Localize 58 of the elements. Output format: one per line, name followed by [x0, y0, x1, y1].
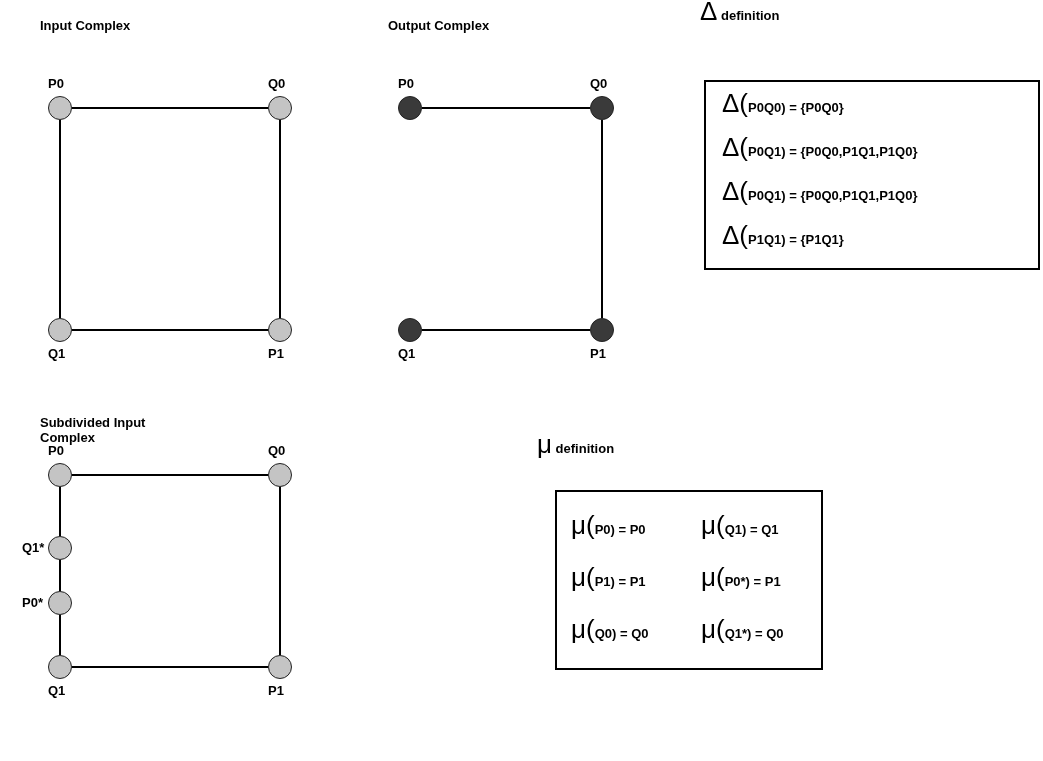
- edge-line: [279, 486, 281, 656]
- vertex-label: Q0: [268, 443, 286, 458]
- vertex-circle: [48, 536, 72, 560]
- edge-line: [421, 329, 591, 331]
- vertex-circle: [48, 463, 72, 487]
- vertex-label: Q0: [590, 76, 608, 91]
- vertex-label: P1: [268, 683, 284, 698]
- vertex-label: P0: [48, 443, 64, 458]
- edge-line: [59, 559, 61, 592]
- edge-line: [71, 107, 269, 109]
- vertex-circle: [398, 96, 422, 120]
- section-heading: Subdivided Input Complex: [40, 415, 147, 445]
- edge-line: [421, 107, 591, 109]
- vertex-circle: [48, 318, 72, 342]
- vertex-circle: [268, 655, 292, 679]
- formula: μ(P0*) = P1: [701, 562, 781, 593]
- edge-line: [59, 614, 61, 656]
- section-heading: Δ definition: [700, 4, 780, 23]
- vertex-label: P0: [48, 76, 64, 91]
- vertex-label: Q1: [48, 346, 66, 361]
- edge-line: [601, 119, 603, 319]
- edge-line: [71, 329, 269, 331]
- formula: μ(Q1) = Q1: [701, 510, 779, 541]
- formula: μ(Q0) = Q0: [571, 614, 649, 645]
- vertex-circle: [398, 318, 422, 342]
- vertex-circle: [268, 463, 292, 487]
- formula: μ(P0) = P0: [571, 510, 646, 541]
- vertex-label: Q1: [398, 346, 416, 361]
- vertex-circle: [48, 96, 72, 120]
- edge-line: [279, 119, 281, 319]
- vertex-circle: [48, 591, 72, 615]
- formula: Δ(P1Q1) = {P1Q1}: [722, 220, 844, 251]
- edge-line: [59, 486, 61, 537]
- formula: Δ(P0Q1) = {P0Q0,P1Q1,P1Q0}: [722, 132, 918, 163]
- definition-box: [704, 80, 1040, 270]
- formula: μ(Q1*) = Q0: [701, 614, 784, 645]
- vertex-label: P0*: [22, 595, 43, 610]
- vertex-circle: [590, 96, 614, 120]
- definition-box: [555, 490, 823, 670]
- vertex-label: Q1*: [22, 540, 45, 555]
- vertex-circle: [268, 96, 292, 120]
- formula: Δ(P0Q1) = {P0Q0,P1Q1,P1Q0}: [722, 176, 918, 207]
- edge-line: [71, 666, 269, 668]
- vertex-circle: [590, 318, 614, 342]
- vertex-label: Q1: [48, 683, 66, 698]
- section-heading: Input Complex: [40, 18, 131, 33]
- vertex-label: Q0: [268, 76, 286, 91]
- vertex-label: P1: [268, 346, 284, 361]
- vertex-circle: [48, 655, 72, 679]
- vertex-label: P1: [590, 346, 606, 361]
- formula: μ(P1) = P1: [571, 562, 646, 593]
- edge-line: [71, 474, 269, 476]
- formula: Δ(P0Q0) = {P0Q0}: [722, 88, 844, 119]
- vertex-circle: [268, 318, 292, 342]
- section-heading: μ definition: [537, 437, 615, 456]
- vertex-label: P0: [398, 76, 414, 91]
- section-heading: Output Complex: [388, 18, 490, 33]
- edge-line: [59, 119, 61, 319]
